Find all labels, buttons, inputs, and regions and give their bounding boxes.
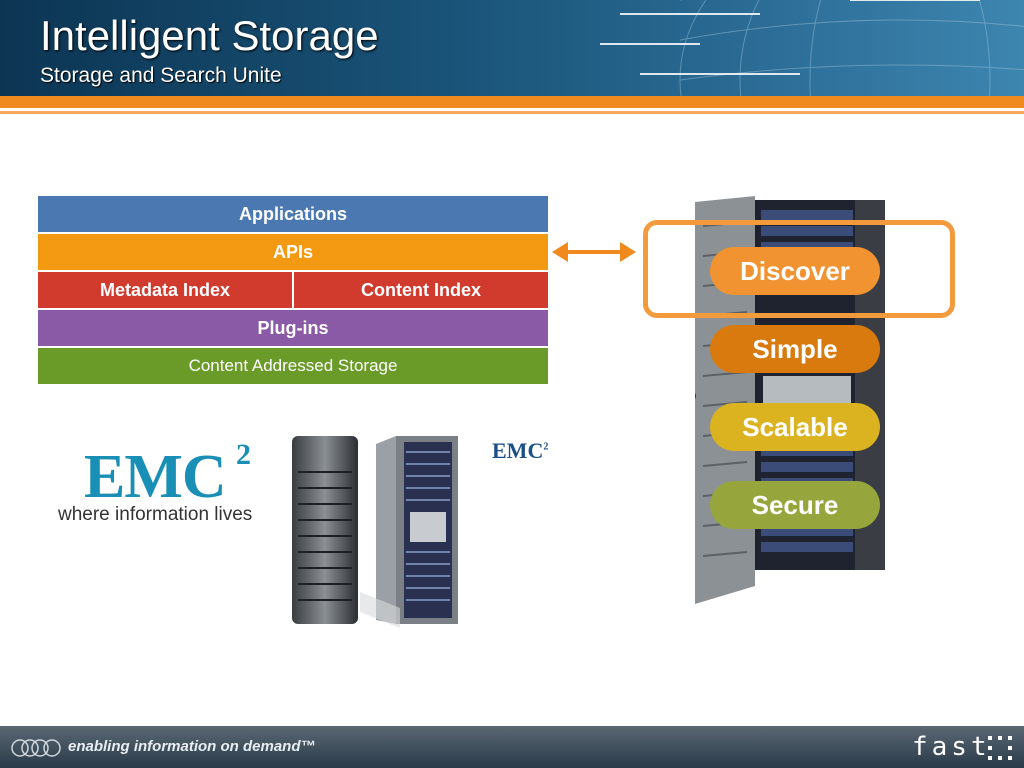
dot-grid-icon <box>988 736 1012 760</box>
discover-highlight-frame <box>643 220 955 318</box>
feature-pill-scalable: Scalable <box>710 403 880 451</box>
small-emc-superscript: 2 <box>543 441 549 453</box>
layer-plugins: Plug-ins <box>38 310 548 346</box>
feature-pill-discover: Discover <box>710 247 880 295</box>
layer-applications: Applications <box>38 196 548 232</box>
fast-logo: fast <box>912 732 991 762</box>
layer-content-addressed-storage: Content Addressed Storage <box>38 348 548 384</box>
globe-graphic <box>600 0 1024 96</box>
layer-apis: APIs <box>38 234 548 270</box>
page-subtitle: Storage and Search Unite <box>40 64 282 87</box>
architecture-stack: Applications APIs Metadata Index Content… <box>38 196 548 386</box>
header-orange-line <box>0 111 1024 114</box>
feature-pill-simple: Simple <box>710 325 880 373</box>
footer-bar: enabling information on demand™ fast <box>0 726 1024 768</box>
small-emc-wordmark: EMC <box>492 438 544 463</box>
emc-tagline: where information lives <box>58 504 253 525</box>
footer-tagline: enabling information on demand™ <box>68 738 316 755</box>
feature-pill-secure: Secure <box>710 481 880 529</box>
emc-wordmark: EMC <box>84 443 227 511</box>
layer-content-index: Content Index <box>294 272 548 308</box>
double-arrow-icon <box>552 242 636 262</box>
emc-superscript: 2 <box>236 438 251 471</box>
small-emc-logo: EMC2 <box>492 438 548 464</box>
rings-icon <box>11 739 61 757</box>
header-banner: Intelligent Storage Storage and Search U… <box>0 0 1024 96</box>
layer-indexes: Metadata Index Content Index <box>38 272 548 308</box>
header-orange-band <box>0 96 1024 108</box>
page-title: Intelligent Storage <box>40 12 379 59</box>
layer-metadata-index: Metadata Index <box>38 272 292 308</box>
emc-cabinets-image <box>292 436 458 628</box>
